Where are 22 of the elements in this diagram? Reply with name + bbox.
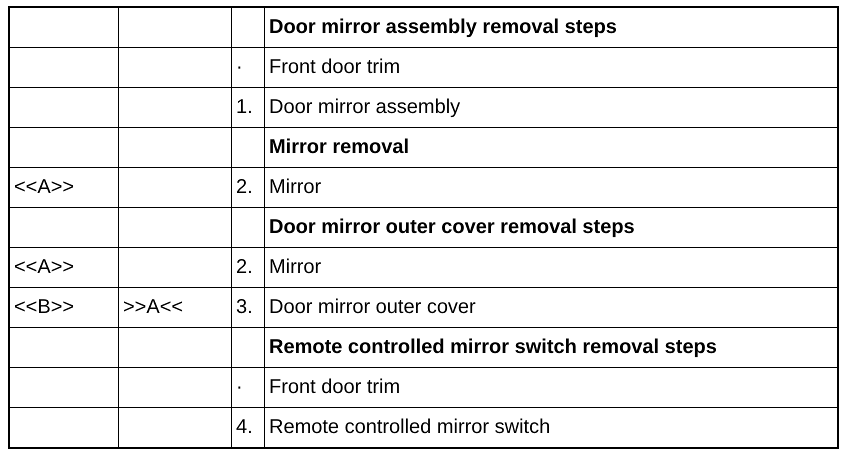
part-name: Mirror (269, 256, 322, 279)
reference-mark: >>A<< (123, 296, 184, 319)
reference-mark: <<A>> (14, 176, 74, 199)
reference-mark: <<A>> (14, 256, 74, 279)
section-heading: Door mirror outer cover removal steps (269, 216, 635, 239)
part-name: Door mirror outer cover (269, 296, 476, 319)
part-name: Front door trim (269, 56, 400, 79)
step-number: 2. (236, 176, 253, 199)
step-number: · (236, 376, 243, 399)
part-name: Mirror (269, 176, 322, 199)
section-heading: Mirror removal (269, 136, 410, 159)
part-name: Front door trim (269, 376, 400, 399)
part-name: Remote controlled mirror switch (269, 416, 550, 439)
step-number: 4. (236, 416, 253, 439)
step-number: 2. (236, 256, 253, 279)
step-number: 1. (236, 96, 253, 119)
step-number: · (236, 56, 243, 79)
part-name: Door mirror assembly (269, 96, 460, 119)
section-heading: Door mirror assembly removal steps (269, 16, 617, 39)
step-number: 3. (236, 296, 253, 319)
section-heading: Remote controlled mirror switch removal steps (269, 336, 717, 359)
reference-mark: <<B>> (14, 296, 74, 319)
